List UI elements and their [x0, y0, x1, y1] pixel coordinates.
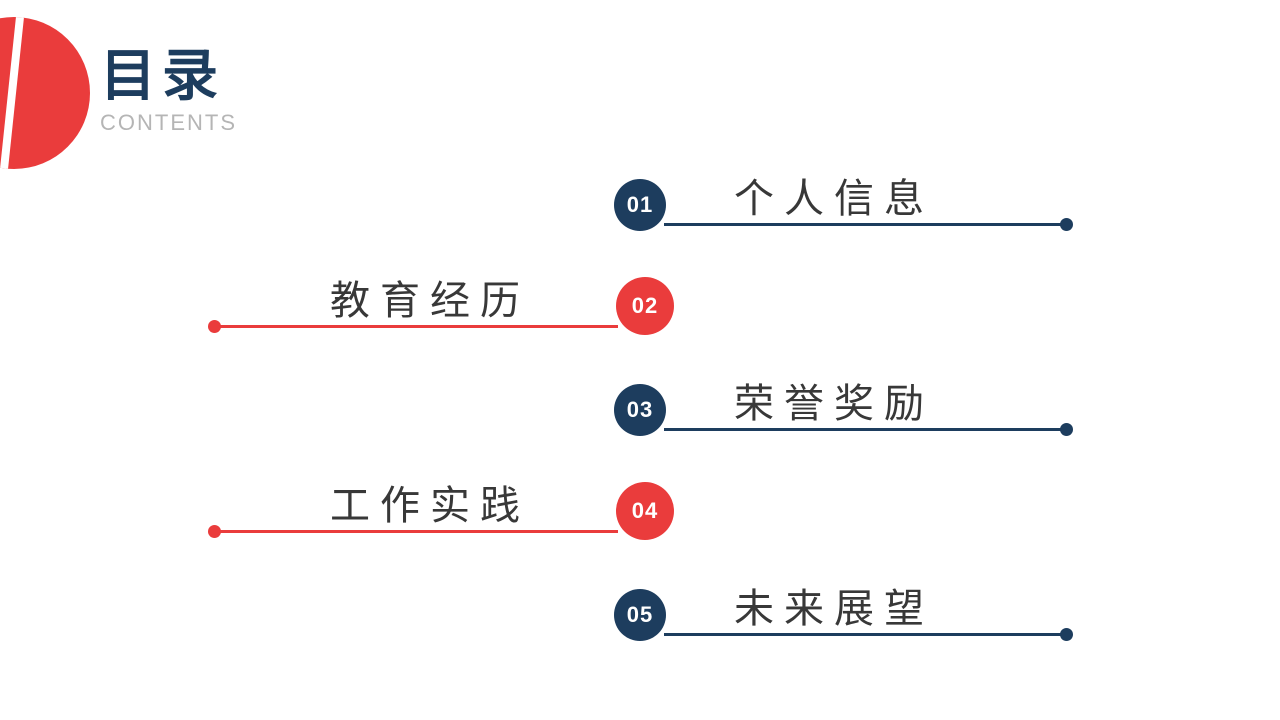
item-number-badge: 04	[616, 482, 674, 540]
toc-item-02[interactable]: 02 教育经历	[0, 277, 1280, 341]
page-subtitle: CONTENTS	[100, 110, 237, 136]
connector-dot	[208, 320, 221, 333]
item-number: 01	[626, 192, 654, 217]
toc-item-03[interactable]: 03 荣誉奖励	[0, 382, 1280, 448]
item-number-badge: 05	[614, 589, 666, 641]
connector-line	[664, 428, 1066, 431]
connector-line	[214, 530, 618, 533]
connector-dot	[1060, 423, 1073, 436]
slide-header: 目录 CONTENTS	[100, 44, 237, 136]
item-number: 02	[631, 293, 659, 318]
toc-item-01[interactable]: 01 个人信息	[0, 177, 1280, 243]
corner-circle-decoration	[0, 17, 90, 169]
item-number-badge: 01	[614, 179, 666, 231]
item-label: 荣誉奖励	[734, 382, 934, 426]
item-number: 03	[626, 397, 654, 422]
connector-line	[664, 223, 1066, 226]
connector-dot	[208, 525, 221, 538]
item-label: 工作实践	[330, 484, 530, 528]
connector-line	[664, 633, 1066, 636]
decoration-white-slit	[0, 17, 25, 169]
toc-item-04[interactable]: 04 工作实践	[0, 482, 1280, 546]
item-number: 05	[626, 602, 654, 627]
connector-dot	[1060, 218, 1073, 231]
item-label: 教育经历	[330, 279, 530, 323]
item-number-badge: 02	[616, 277, 674, 335]
item-number: 04	[631, 498, 659, 523]
toc-item-05[interactable]: 05 未来展望	[0, 587, 1280, 653]
item-label: 个人信息	[734, 177, 934, 221]
page-title: 目录	[100, 44, 224, 107]
item-label: 未来展望	[734, 587, 934, 631]
item-number-badge: 03	[614, 384, 666, 436]
connector-line	[214, 325, 618, 328]
connector-dot	[1060, 628, 1073, 641]
